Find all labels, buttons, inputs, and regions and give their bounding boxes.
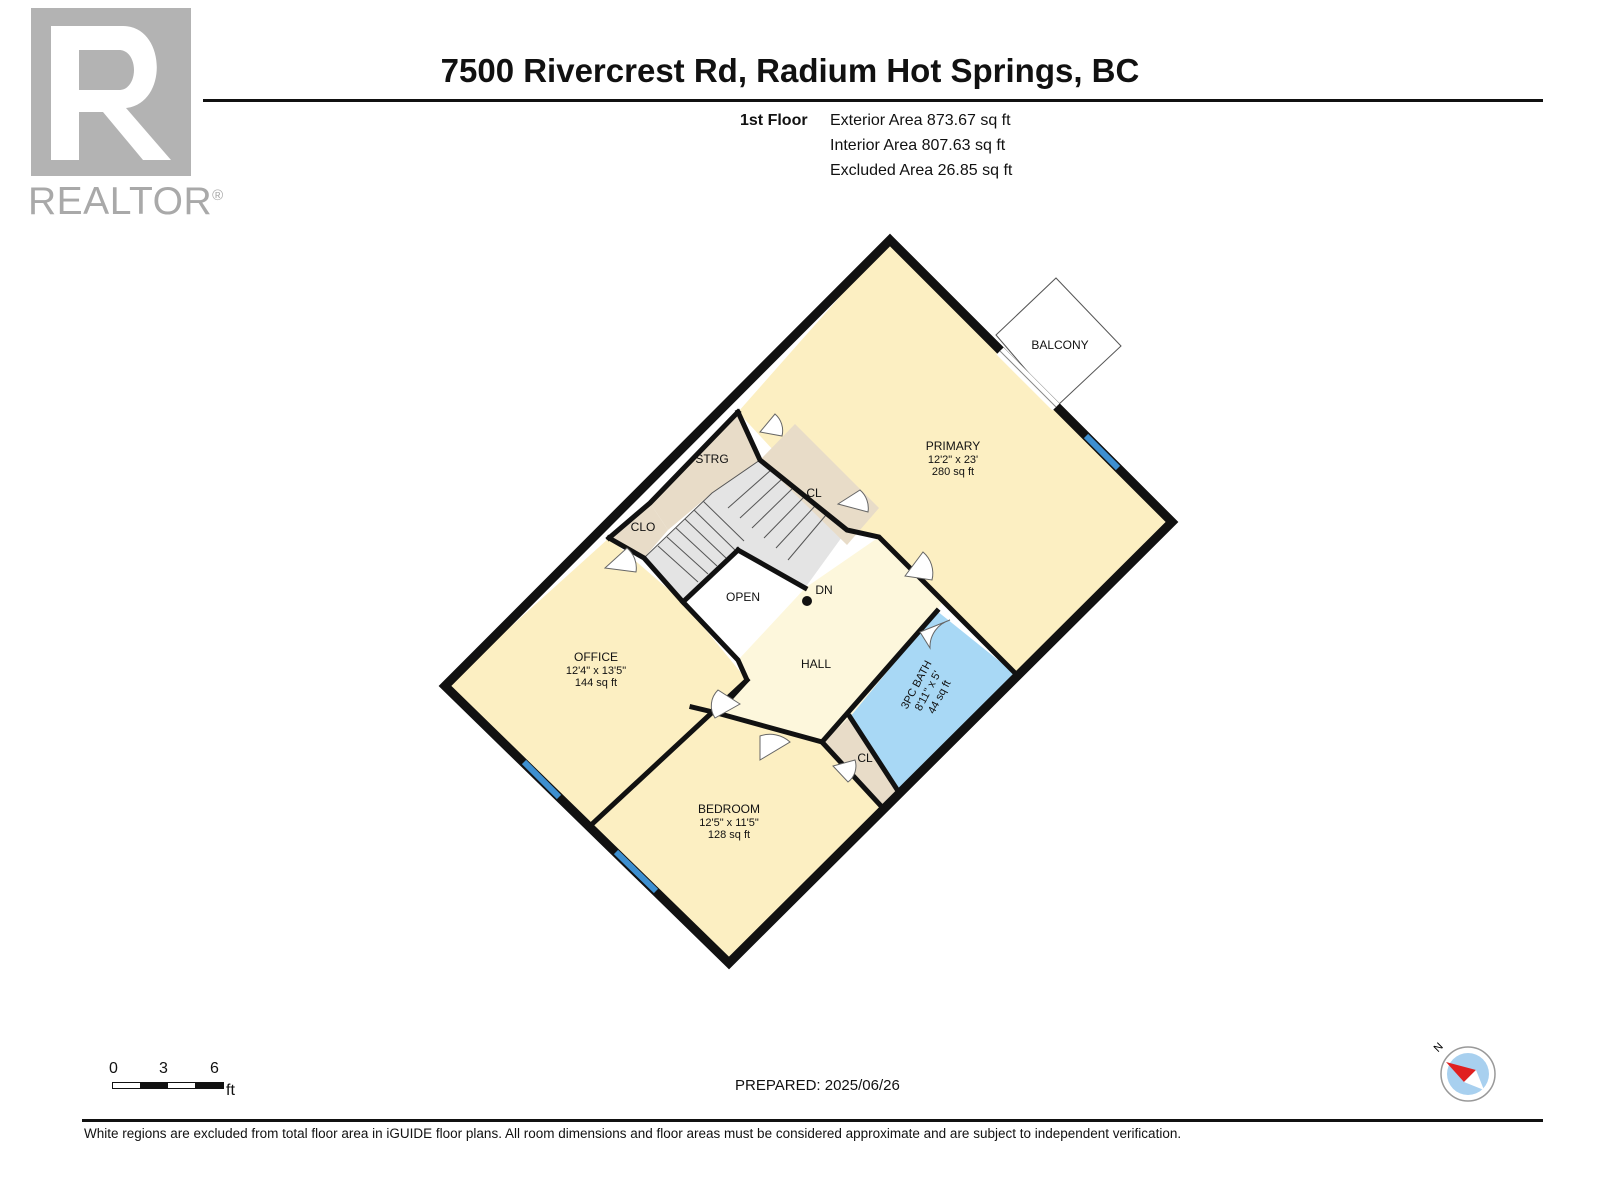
- scale-unit: ft: [226, 1082, 235, 1099]
- disclaimer-text: White regions are excluded from total fl…: [84, 1126, 1182, 1141]
- balcony-label: BALCONY: [1031, 338, 1088, 352]
- realtor-word: REALTOR: [28, 180, 213, 223]
- stairs-down-label: DN: [815, 583, 832, 597]
- window-office: [521, 759, 562, 800]
- floor-label: 1st Floor: [740, 112, 808, 129]
- page-title: 7500 Rivercrest Rd, Radium Hot Springs, …: [440, 52, 1140, 89]
- realtor-logo: REALTOR®: [28, 8, 223, 223]
- bedroom-room: [589, 707, 881, 963]
- exterior-walls: [438, 233, 1179, 970]
- scale-tick-0: 0: [109, 1060, 118, 1077]
- office-dims: 12'4" x 13'5": [566, 665, 626, 677]
- excluded-area: Excluded Area 26.85 sq ft: [830, 162, 1013, 179]
- stairs-area: [644, 460, 847, 602]
- primary-room: [738, 240, 1172, 676]
- interior-area: Interior Area 807.63 sq ft: [830, 137, 1006, 154]
- window-bedroom: [613, 849, 659, 894]
- open-label: OPEN: [726, 590, 760, 604]
- stairs-down-marker: [802, 596, 812, 606]
- primary-name: PRIMARY: [926, 439, 980, 453]
- closet-clo-label: CLO: [631, 520, 656, 534]
- office-name: OFFICE: [574, 650, 618, 664]
- header-rule: [203, 99, 1543, 102]
- r-letter-icon: [51, 26, 171, 160]
- closet-lower-label: CL: [857, 751, 873, 765]
- bedroom-name: BEDROOM: [698, 802, 760, 816]
- primary-dims: 12'2" x 23': [928, 454, 978, 466]
- closet-lower: [822, 717, 900, 806]
- compass-north-label: N: [1432, 1041, 1446, 1055]
- window-primary: [1083, 433, 1121, 471]
- bedroom-area: 128 sq ft: [708, 829, 750, 841]
- footer-rule: [82, 1119, 1543, 1122]
- compass-icon: N: [1432, 1041, 1496, 1102]
- storage-label: STRG: [695, 452, 728, 466]
- realtor-wordmark: REALTOR®: [28, 180, 224, 224]
- interior-walls: [586, 408, 1022, 830]
- office-area: 144 sq ft: [575, 677, 617, 689]
- closet-upper-label: CL: [806, 486, 822, 500]
- scale-bar-graphic: [112, 1082, 224, 1089]
- windows: [521, 433, 1121, 894]
- bedroom-dims: 12'5" x 11'5": [699, 817, 759, 829]
- scale-tick-6: 6: [210, 1060, 219, 1077]
- hall-area: [717, 537, 943, 742]
- scale-bar: 0 3 6 ft: [109, 1060, 242, 1110]
- scale-tick-3: 3: [159, 1060, 168, 1077]
- compass: N: [1432, 1038, 1496, 1102]
- primary-area: 280 sq ft: [932, 466, 974, 478]
- registered-mark: ®: [212, 187, 224, 204]
- door-swings: [603, 413, 951, 783]
- realtor-r-mark: [31, 8, 191, 176]
- exterior-area: Exterior Area 873.67 sq ft: [830, 112, 1011, 129]
- prepared-date: PREPARED: 2025/06/26: [735, 1077, 900, 1094]
- hall-label: HALL: [801, 657, 831, 671]
- storage-room: [650, 412, 760, 530]
- bath-room: [850, 611, 1018, 794]
- closet-upper: [760, 424, 879, 545]
